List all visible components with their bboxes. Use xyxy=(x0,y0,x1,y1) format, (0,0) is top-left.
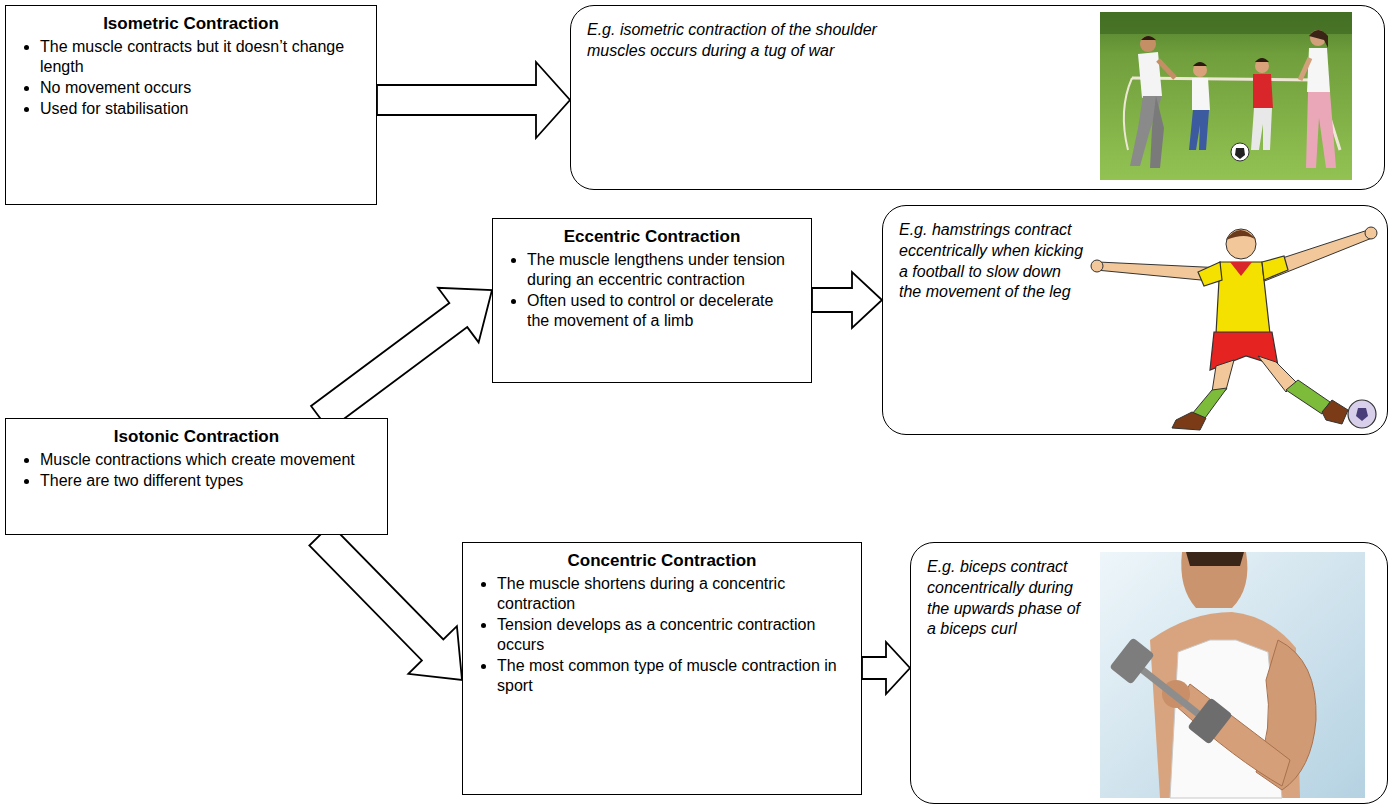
example-text: E.g. hamstrings contract eccentrically w… xyxy=(899,220,1084,303)
block-arrow xyxy=(309,525,462,680)
box-heading: Eccentric Contraction xyxy=(505,226,799,248)
box-heading: Isotonic Contraction xyxy=(18,426,375,448)
definition-box: Eccentric ContractionThe muscle lengthen… xyxy=(492,218,812,383)
bullet-point: Used for stabilisation xyxy=(40,99,364,119)
bullet-point: Muscle contractions which create movemen… xyxy=(40,450,375,470)
block-arrow xyxy=(812,272,882,328)
bullet-point: Tension develops as a concentric contrac… xyxy=(497,615,849,655)
box-heading: Concentric Contraction xyxy=(475,550,849,572)
footballer-cartoon xyxy=(1091,227,1377,430)
block-arrow xyxy=(311,288,492,430)
definition-box: Concentric ContractionThe muscle shorten… xyxy=(462,542,862,795)
block-arrow xyxy=(862,642,910,694)
bullet-point: No movement occurs xyxy=(40,78,364,98)
tug-of-war-photo xyxy=(1100,12,1352,180)
example-box: E.g. hamstrings contract eccentrically w… xyxy=(882,205,1388,435)
bullet-point: Often used to control or decelerate the … xyxy=(527,291,799,331)
box-heading: Isometric Contraction xyxy=(18,13,364,35)
bullet-point: The muscle contracts but it doesn’t chan… xyxy=(40,37,364,77)
bullet-point: The muscle lengthens under tension durin… xyxy=(527,250,799,290)
example-box: E.g. biceps contract concentrically duri… xyxy=(910,542,1388,804)
definition-box: Isotonic ContractionMuscle contractions … xyxy=(5,418,388,535)
example-text: E.g. isometric contraction of the should… xyxy=(587,20,877,62)
bullet-list: The muscle shortens during a concentric … xyxy=(475,574,849,696)
bullet-list: The muscle contracts but it doesn’t chan… xyxy=(18,37,364,119)
example-text: E.g. biceps contract concentrically duri… xyxy=(927,557,1087,640)
bullet-point: The most common type of muscle contracti… xyxy=(497,656,849,696)
biceps-curl-photo xyxy=(1100,552,1365,798)
bullet-list: Muscle contractions which create movemen… xyxy=(18,450,375,491)
bullet-list: The muscle lengthens under tension durin… xyxy=(505,250,799,331)
definition-box: Isometric ContractionThe muscle contract… xyxy=(5,5,377,205)
bullet-point: There are two different types xyxy=(40,471,375,491)
bullet-point: The muscle shortens during a concentric … xyxy=(497,574,849,614)
example-box: E.g. isometric contraction of the should… xyxy=(570,5,1385,190)
block-arrow xyxy=(377,62,570,138)
